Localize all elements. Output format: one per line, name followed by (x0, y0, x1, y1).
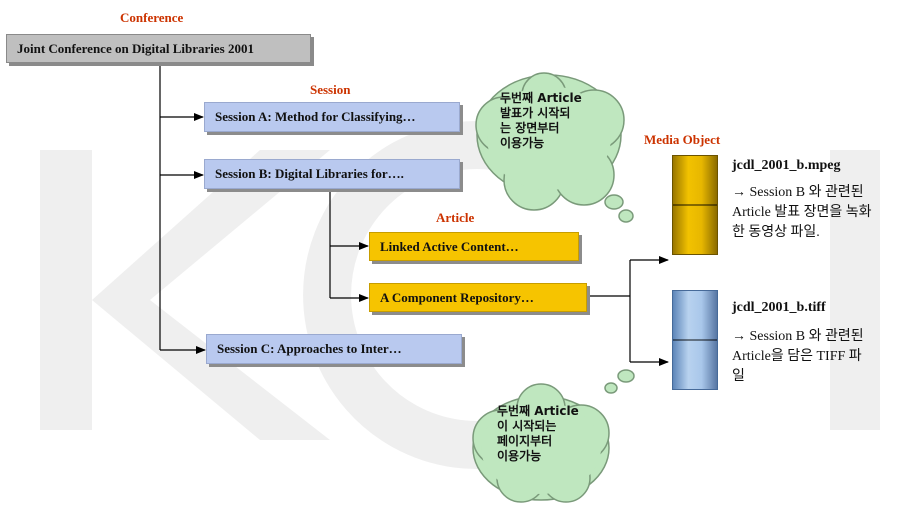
conference-node[interactable]: Joint Conference on Digital Libraries 20… (6, 34, 311, 63)
article-component-repository-node[interactable]: A Component Repository… (369, 283, 587, 312)
tiff-desc-line-3: 일 (732, 369, 745, 384)
session-a-node[interactable]: Session A: Method for Classifying… (204, 102, 460, 132)
cloud-top-line-2: 발표가 시작되 (500, 106, 571, 120)
session-c-node[interactable]: Session C: Approaches to Inter… (206, 334, 462, 364)
thought-cloud-bottom-text: 두번째 Article 이 시작되는 페이지부터 이용가능 (497, 404, 579, 464)
cloud-top-line-1: 두번째 Article (500, 91, 582, 105)
tiff-media-icon[interactable] (672, 290, 718, 390)
thought-cloud-top (475, 72, 634, 223)
session-label: Session (310, 82, 351, 97)
tiff-desc-line-2: Article을 담은 TIFF 파 (732, 349, 862, 364)
thought-cloud-top-text: 두번째 Article 발표가 시작되 는 장면부터 이용가능 (500, 91, 582, 151)
tiff-description: → Session B 와 관련된 Article을 담은 TIFF 파 일 (732, 327, 864, 387)
cloud-bottom-line-3: 페이지부터 (497, 434, 553, 448)
mpeg-media-icon[interactable] (672, 155, 718, 255)
tiff-file-name: jcdl_2001_b.tiff (732, 300, 826, 315)
thought-cloud-bottom (472, 369, 635, 503)
cloud-bottom-line-4: 이용가능 (497, 449, 542, 463)
article-label: Article (436, 210, 475, 225)
cloud-bottom-line-2: 이 시작되는 (497, 419, 557, 433)
mpeg-file-name: jcdl_2001_b.mpeg (732, 158, 841, 173)
article-linked-active-content-node[interactable]: Linked Active Content… (369, 232, 579, 261)
conference-label: Conference (120, 10, 184, 25)
mpeg-desc-line-2: Article 발표 장면을 녹화 (732, 205, 872, 220)
mpeg-description: → Session B 와 관련된 Article 발표 장면을 녹화 한 동영… (732, 183, 872, 243)
mpeg-desc-line-3: 한 동영상 파일. (732, 225, 820, 240)
media-object-label: Media Object (644, 132, 721, 147)
tiff-desc-line-1: → Session B 와 관련된 (732, 329, 864, 344)
cloud-top-line-3: 는 장면부터 (500, 121, 560, 135)
cloud-top-line-4: 이용가능 (500, 136, 545, 150)
cloud-bottom-line-1: 두번째 Article (497, 404, 579, 418)
mpeg-desc-line-1: → Session B 와 관련된 (732, 185, 864, 200)
session-b-node[interactable]: Session B: Digital Libraries for…. (204, 159, 460, 189)
